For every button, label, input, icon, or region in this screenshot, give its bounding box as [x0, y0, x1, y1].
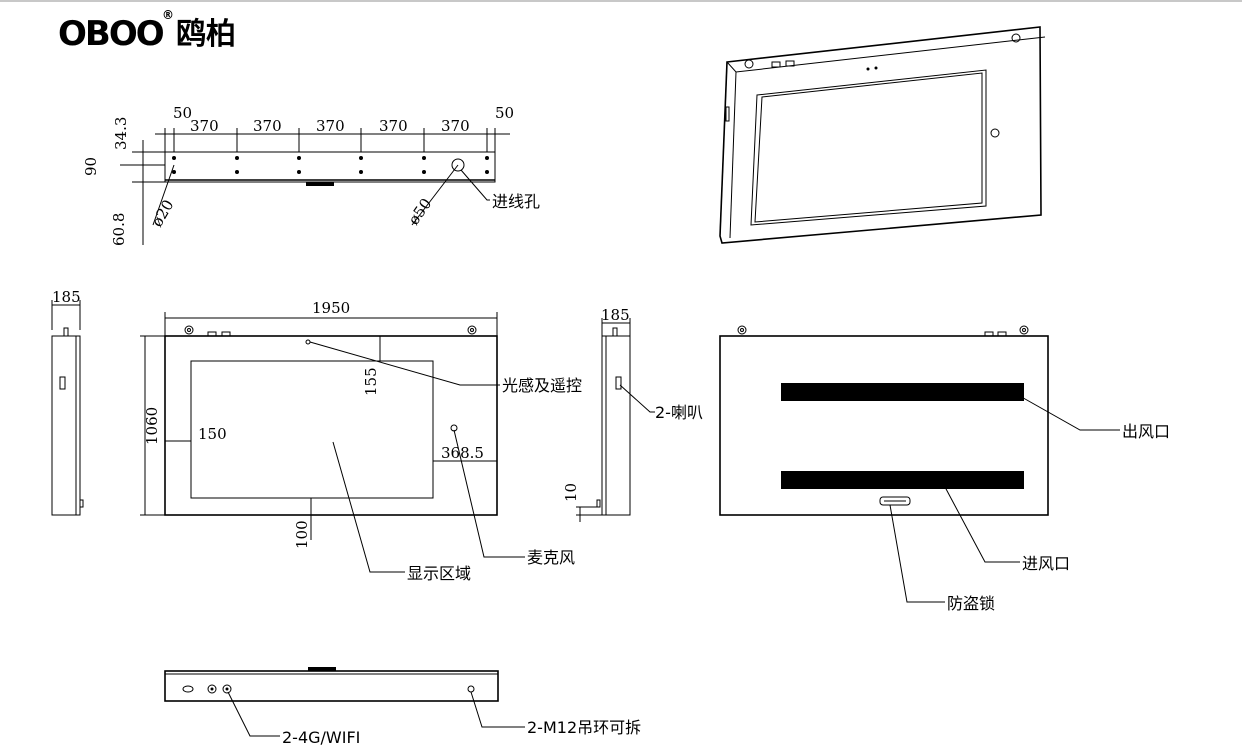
top-border-line	[0, 0, 1242, 2]
dim-top-370-1: 370	[190, 117, 219, 135]
perspective-screen	[754, 72, 983, 223]
perspective-mic	[990, 128, 1000, 138]
dim-front-mic-offset: 368.5	[441, 444, 484, 462]
dim-front-width: 1950	[312, 299, 350, 317]
dim-front-margin-left: 150	[198, 425, 227, 443]
dim-top-370-2: 370	[253, 117, 282, 135]
microphone-label: 麦克风	[527, 548, 575, 567]
wifi-label: 2-4G/WIFI	[282, 728, 360, 747]
registered-mark: ®	[162, 8, 174, 22]
dim-right-bottom: 10	[562, 483, 580, 502]
front-view: 1950 1060 150 155 100 368.5 光感及遥控 显示区域 麦…	[140, 299, 582, 583]
dim-top-34-3: 34.3	[112, 117, 130, 150]
display-area-label: 显示区域	[407, 564, 471, 583]
top-view-holes	[172, 156, 489, 174]
air-inlet-label: 进风口	[1022, 554, 1070, 573]
front-display-area	[190, 360, 434, 499]
dim-hole-small: ø20	[148, 197, 178, 230]
top-view: 50 370 370 370 370 370 50 34.3 90 60.8 ø…	[82, 104, 540, 246]
air-inlet-vent	[781, 471, 1024, 489]
left-side-view: 185	[51, 288, 84, 516]
bottom-view: 2-4G/WIFI 2-M12吊环可拆	[164, 667, 641, 747]
dim-front-margin-bottom: 100	[293, 520, 311, 549]
anti-theft-lock	[879, 496, 911, 506]
dim-top-370-5: 370	[441, 117, 470, 135]
dim-front-margin-top: 155	[362, 367, 380, 396]
dim-right-depth: 185	[601, 306, 630, 324]
front-body	[164, 335, 498, 516]
brand-logo: OBOO ® 鸥柏	[58, 8, 236, 54]
logo-latin-text: OBOO	[58, 14, 164, 54]
top-view-body	[164, 151, 496, 183]
air-outlet-label: 出风口	[1122, 422, 1170, 441]
dim-front-height: 1060	[143, 407, 161, 445]
dim-top-370-4: 370	[379, 117, 408, 135]
dim-left-depth: 185	[52, 288, 81, 306]
dim-top-60-8: 60.8	[110, 213, 128, 246]
dim-top-90: 90	[82, 157, 100, 176]
speaker-label: 2-喇叭	[655, 403, 703, 422]
cable-hole-label: 进线孔	[492, 192, 540, 211]
dim-top-50-right: 50	[495, 104, 514, 122]
back-view: 出风口 进风口 防盗锁	[719, 325, 1170, 613]
back-body	[719, 335, 1049, 516]
dim-top-50-left: 50	[173, 104, 192, 122]
light-sensor-label: 光感及遥控	[502, 376, 582, 395]
dim-top-370-3: 370	[316, 117, 345, 135]
logo-chinese-text: 鸥柏	[176, 17, 236, 52]
hanging-ring-label: 2-M12吊环可拆	[527, 718, 641, 737]
top-view-handle	[306, 182, 334, 186]
air-outlet-vent	[781, 383, 1024, 401]
anti-theft-lock-label: 防盗锁	[947, 594, 995, 613]
right-side-view: 185 10 2-喇叭	[562, 306, 703, 522]
perspective-view	[719, 26, 1046, 244]
